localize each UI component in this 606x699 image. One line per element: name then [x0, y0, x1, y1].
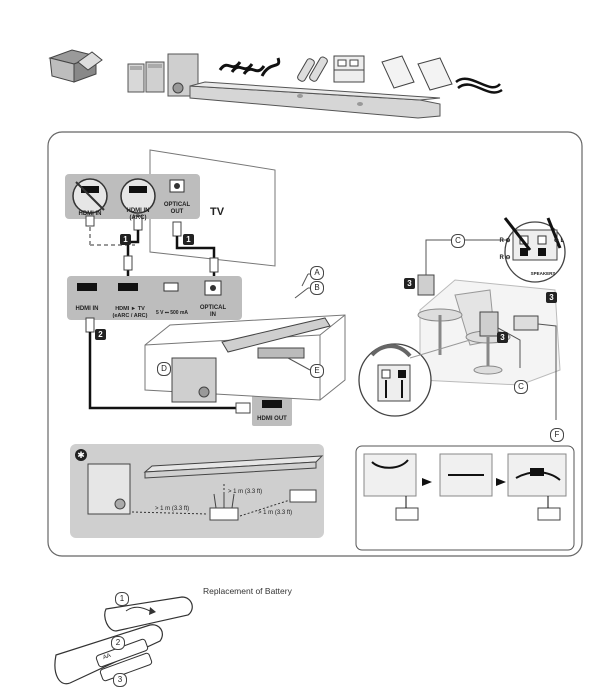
hdmi-out-label: HDMI OUT	[257, 416, 287, 422]
tv-hdmi-arc-label: HDMI IN (ARC)	[126, 208, 150, 221]
terminal-r-minus: R ⊖	[499, 255, 511, 261]
tv-optical-out-label: OPTICAL OUT	[163, 202, 191, 215]
rear-speaker-left	[127, 63, 145, 93]
tv-hdmi-in-label: HDMI IN	[78, 211, 102, 217]
package-contents	[48, 49, 503, 119]
callout-c-top: C	[451, 234, 465, 248]
rear-speaker-right	[145, 61, 165, 93]
terminal-r-plus: R ⊕	[499, 238, 511, 244]
step-1-badge: 1	[120, 234, 131, 245]
box-icon	[48, 49, 103, 83]
step-2-badge: 2	[95, 329, 106, 340]
step-3-badge-left: 3	[404, 278, 415, 289]
manuals	[381, 55, 453, 91]
battery-step-1: 1	[115, 592, 129, 606]
soundbar-hdmi-tv-label: HDMI ► TV (eARC / ARC)	[112, 306, 148, 319]
battery-step-2: 2	[111, 636, 125, 650]
soundbar	[189, 81, 441, 119]
step-3-badge-right: 3	[497, 332, 508, 343]
terminal-speakers-label: SPEAKERS	[530, 271, 556, 276]
soundbar-hdmi-in-label: HDMI IN	[75, 306, 99, 312]
step-1-badge-optical: 1	[183, 234, 194, 245]
callout-a: A	[310, 266, 324, 280]
callout-c-bottom: C	[514, 380, 528, 394]
terminal-l-plus: ⊕ L	[553, 238, 565, 244]
callout-f: F	[550, 428, 564, 442]
battery-caption: Replacement of Battery	[203, 586, 292, 596]
cables	[218, 57, 281, 77]
note-symbol-icon: ✱	[75, 449, 87, 461]
soundbar-optical-in-label: OPTICAL IN	[199, 305, 227, 318]
battery-illustration	[54, 596, 193, 685]
remote-control	[297, 56, 328, 82]
callout-b: B	[310, 281, 324, 295]
step-3-badge-terminal: 3	[546, 292, 557, 303]
soundbar-usb-label: 5 V ⎓ 500 mA	[155, 310, 189, 316]
distance-label-right: > 1 m (3.3 ft)	[258, 510, 293, 516]
tv-label: TV	[210, 206, 225, 218]
callout-e: E	[310, 364, 324, 378]
battery-step-3: 3	[113, 673, 127, 687]
wall-bracket	[333, 55, 365, 83]
distance-label-top: > 1 m (3.3 ft)	[228, 489, 263, 495]
distance-label-left: > 1 m (3.3 ft)	[155, 506, 190, 512]
power-cord	[455, 77, 503, 94]
connection-diagram	[47, 131, 583, 557]
callout-d: D	[157, 362, 171, 376]
